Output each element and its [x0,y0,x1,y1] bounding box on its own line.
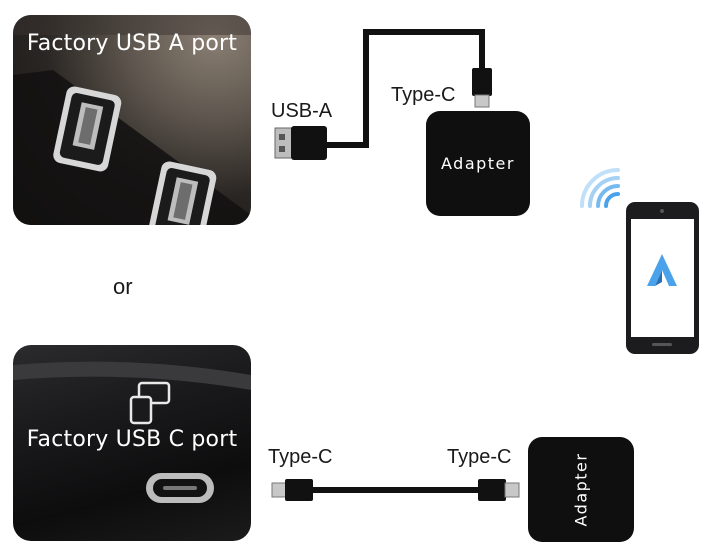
adapter-top: Adapter [426,111,530,216]
type-c-left-label: Type-C [268,446,333,468]
or-separator: or [113,274,133,299]
adapter-top-label: Adapter [441,154,515,173]
type-c-plug-top-icon [472,68,492,108]
usb-a-plug-icon [274,126,327,160]
usb-a-port-illustration [13,15,251,225]
type-c-right-label: Type-C [447,446,512,468]
adapter-bottom: Adapter [528,437,634,542]
wifi-signal-icon [580,168,620,208]
usb-c-port-title: Factory USB C port [26,427,238,452]
adapter-bottom-label: Adapter [571,452,591,527]
phone-symbol-icon [129,381,171,425]
smartphone-icon [626,202,699,354]
usb-a-port-title: Factory USB A port [26,31,238,56]
type-c-top-label: Type-C [391,84,456,106]
usb-a-port-photo: Factory USB A port [13,15,251,225]
usb-c-port-photo: Factory USB C port [13,345,251,541]
android-auto-icon [647,254,677,286]
usb-c-port-illustration [13,361,251,503]
type-c-plug-right-icon [478,479,520,501]
type-c-plug-left-icon [271,479,313,501]
usb-a-plug-label: USB-A [271,100,333,122]
